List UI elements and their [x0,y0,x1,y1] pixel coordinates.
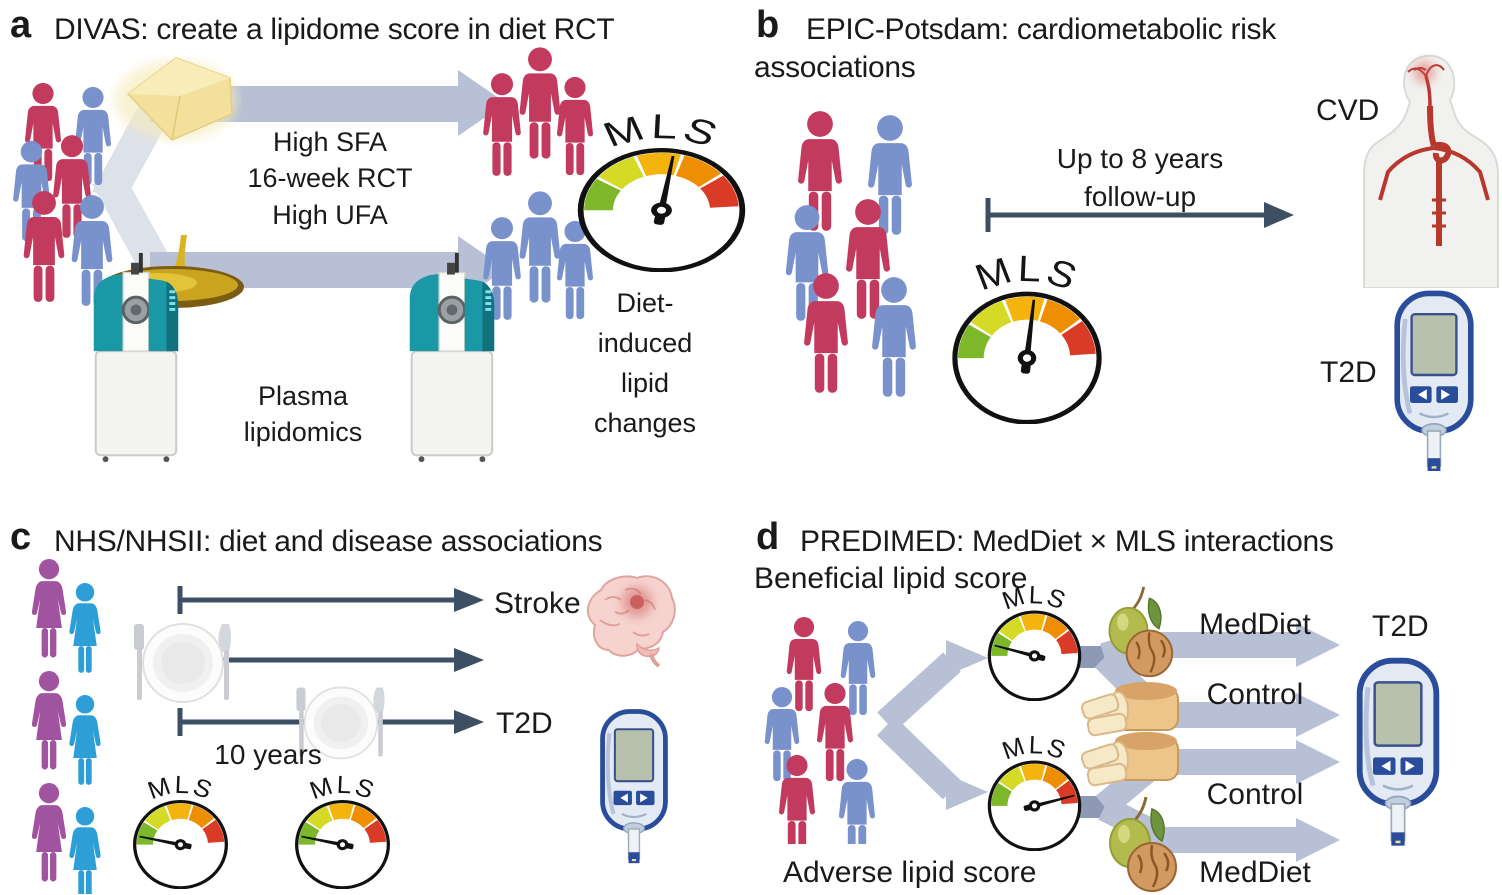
cvd-label: CVD [1316,94,1380,127]
t2d-label-d: T2D [1372,610,1429,643]
olive-walnut-icon [1098,585,1178,680]
arrow-high-sfa [150,70,506,136]
diet-induced-label: Diet- induced lipid changes [593,288,697,438]
mls-gauge-d-beneficial: MLS [970,582,1099,701]
mls-gauge-c2: MLS [277,772,408,889]
followup-label: Up to 8 years follow-up [1056,143,1224,212]
arrow-meddiet-1 [1140,623,1340,667]
cohort-group-d-icon [764,616,876,844]
arm-label-control-1: Control [1206,678,1304,711]
plate-setting-icon [125,618,240,706]
women-cohort-icon [31,559,101,894]
glucose-meter-icon [1348,648,1448,860]
panel-c-title: NHS/NHSII: diet and disease associations [54,525,603,558]
cvd-body-icon [1360,50,1502,288]
branch-to-gauges [876,640,988,810]
mls-gauge-c1: MLS [115,772,246,889]
panel-d-letter: d [756,516,780,558]
intervention-text: High SFA 16-week RCT High UFA [247,127,413,230]
panel-c-letter: c [10,516,32,558]
beneficial-score-label: Beneficial lipid score [754,562,1028,595]
arm-label-meddiet-2: MedDiet [1199,856,1311,889]
ten-years-label: 10 years [214,739,322,770]
t2d-label-c: T2D [496,707,553,740]
t2d-label-b: T2D [1320,356,1377,389]
panel-b-title-line2: associations [754,51,916,84]
mls-gauge-a: MLS [546,109,777,272]
adverse-score-label: Adverse lipid score [783,856,1037,889]
stroke-label: Stroke [494,587,581,620]
mls-gauge-b: MLS [924,250,1130,424]
glucose-meter-icon [1386,272,1482,494]
mls-gauge-d-adverse: MLS [970,732,1099,851]
arrow-control-2 [1140,740,1340,784]
plasma-lipidomics-label: Plasma lipidomics [243,381,363,448]
mass-spectrometer-icon [396,250,504,468]
timeline-followup [985,198,1294,232]
arm-label-control-2: Control [1206,778,1304,811]
panel-d-title: PREDIMED: MedDiet × MLS interactions [800,525,1334,558]
bread-icon [1080,722,1190,794]
mass-spectrometer-icon [80,250,188,468]
panel-b-letter: b [756,4,780,46]
timeline-stroke [177,586,484,614]
arm-label-meddiet-1: MedDiet [1199,608,1311,641]
panel-a-title: DIVAS: create a lipidome score in diet R… [54,13,615,46]
arrow-control-1 [1140,693,1340,737]
panel-a-letter: a [10,4,32,46]
arrow-meddiet-2 [1140,818,1340,862]
olive-walnut-icon [1100,795,1180,895]
svg-text:MLS: MLS [597,109,728,155]
brain-icon [575,570,680,670]
panel-b-title-line1: EPIC-Potsdam: cardiometabolic risk [806,13,1276,46]
glucose-meter-icon [593,698,675,878]
